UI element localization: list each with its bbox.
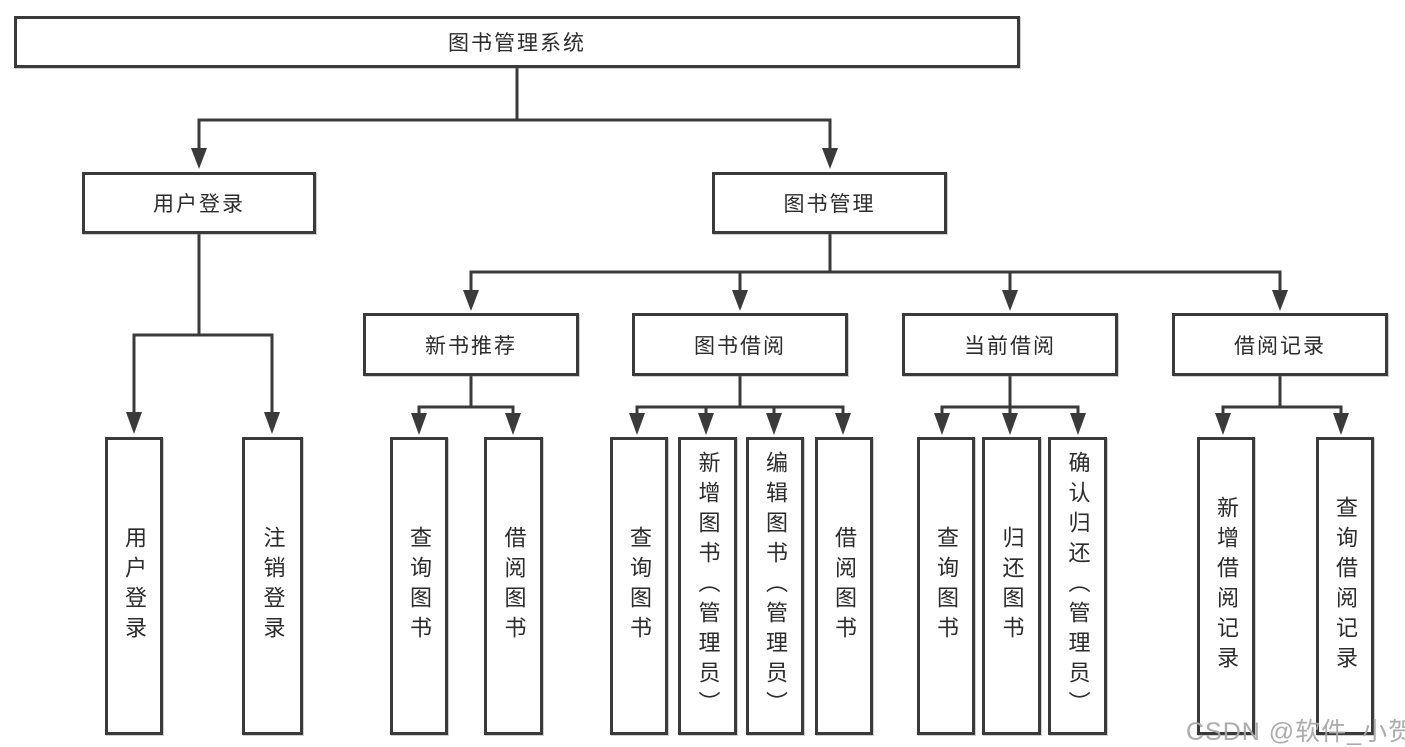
node-book-management: 图书管理 xyxy=(712,172,947,234)
node-book-borrow-label: 图书借阅 xyxy=(694,334,786,358)
leaf-recommend-borrow-books-label: 借阅图书 xyxy=(501,526,527,646)
node-borrow-records: 借阅记录 xyxy=(1172,313,1388,376)
leaf-logout: 注销登录 xyxy=(242,437,303,735)
leaf-add-books-admin-label: 新增图书（管理员） xyxy=(695,451,721,721)
leaf-add-borrow-record: 新增借阅记录 xyxy=(1197,437,1255,735)
leaf-edit-books-admin-label: 编辑图书（管理员） xyxy=(763,451,788,721)
leaf-return-books-label: 归还图书 xyxy=(999,526,1025,646)
leaf-current-query-books-label: 查询图书 xyxy=(934,526,959,646)
leaf-logout-label: 注销登录 xyxy=(260,526,286,646)
leaf-confirm-return-admin: 确认归还（管理员） xyxy=(1048,437,1107,735)
node-book-borrow: 图书借阅 xyxy=(632,313,848,376)
leaf-recommend-borrow-books: 借阅图书 xyxy=(484,437,543,735)
watermark: CSDN @软件_小贺同学 xyxy=(1186,718,1405,746)
leaf-edit-books-admin: 编辑图书（管理员） xyxy=(746,437,804,735)
node-root-library-system: 图书管理系统 xyxy=(14,16,1020,68)
leaf-add-books-admin: 新增图书（管理员） xyxy=(678,437,737,735)
leaf-user-login: 用户登录 xyxy=(105,437,163,735)
leaf-current-query-books: 查询图书 xyxy=(917,437,975,735)
leaf-query-borrow-record-label: 查询借阅记录 xyxy=(1333,496,1358,676)
leaf-borrow-books-label: 借阅图书 xyxy=(832,526,857,646)
node-user-login: 用户登录 xyxy=(82,172,316,234)
leaf-user-login-label: 用户登录 xyxy=(122,526,147,646)
node-user-login-label: 用户登录 xyxy=(153,193,245,216)
node-root-label: 图书管理系统 xyxy=(448,32,586,55)
leaf-borrow-books: 借阅图书 xyxy=(815,437,873,735)
leaf-borrow-query-books-label: 查询图书 xyxy=(627,526,652,646)
leaf-query-borrow-record: 查询借阅记录 xyxy=(1316,437,1374,735)
node-book-management-label: 图书管理 xyxy=(783,193,876,216)
node-new-book-recommend: 新书推荐 xyxy=(363,313,579,376)
leaf-recommend-query-books-label: 查询图书 xyxy=(407,526,432,646)
leaf-confirm-return-admin-label: 确认归还（管理员） xyxy=(1065,451,1091,721)
leaf-return-books: 归还图书 xyxy=(982,437,1041,735)
leaf-recommend-query-books: 查询图书 xyxy=(390,437,448,735)
node-current-borrow: 当前借阅 xyxy=(902,313,1118,376)
leaf-add-borrow-record-label: 新增借阅记录 xyxy=(1214,496,1239,676)
node-borrow-records-label: 借阅记录 xyxy=(1234,334,1326,358)
node-current-borrow-label: 当前借阅 xyxy=(964,334,1056,358)
node-new-book-recommend-label: 新书推荐 xyxy=(425,334,517,358)
leaf-borrow-query-books: 查询图书 xyxy=(610,437,668,735)
